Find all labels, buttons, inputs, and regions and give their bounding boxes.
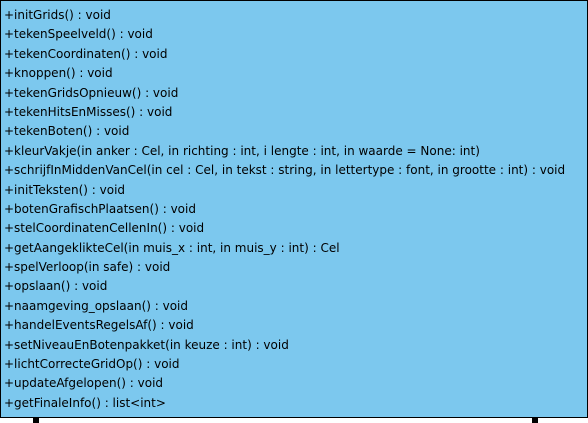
method-teken-speelveld: +tekenSpeelveld() : void: [4, 27, 153, 42]
method-spel-verloop: +spelVerloop(in safe) : void: [4, 260, 171, 275]
method-teken-grids-opnieuw: +tekenGridsOpnieuw() : void: [4, 85, 179, 100]
method-knoppen: +knoppen() : void: [4, 66, 113, 81]
method-get-finale-info: +getFinaleInfo() : list<int>: [4, 395, 166, 410]
method-opslaan: +opslaan() : void: [4, 279, 108, 294]
method-teken-boten: +tekenBoten() : void: [4, 124, 130, 139]
method-schrijf-in-midden-van-cel: +schrijfInMiddenVanCel(in cel : Cel, in …: [4, 163, 566, 178]
method-teken-hits-en-misses: +tekenHitsEnMisses() : void: [4, 104, 173, 119]
method-teken-coordinaten: +tekenCoordinaten() : void: [4, 46, 168, 61]
method-list: +initGrids() : void +tekenSpeelveld() : …: [4, 6, 565, 413]
method-naamgeving-opslaan: +naamgeving_opslaan() : void: [4, 298, 189, 313]
connector-stub-right: [532, 418, 538, 423]
method-get-aangeklikte-cel: +getAangeklikteCel(in muis_x : int, in m…: [4, 240, 340, 255]
method-update-afgelopen: +updateAfgelopen() : void: [4, 376, 164, 391]
method-kleur-vakje: +kleurVakje(in anker : Cel, in richting …: [4, 143, 480, 158]
method-stel-coordinaten-cellen-in: +stelCoordinatenCellenIn() : void: [4, 221, 205, 236]
connector-stub-left: [33, 418, 39, 423]
method-init-teksten: +initTeksten() : void: [4, 182, 126, 197]
method-boten-grafisch-plaatsen: +botenGrafischPlaatsen() : void: [4, 201, 196, 216]
method-handel-events-regels-af: +handelEventsRegelsAf() : void: [4, 318, 194, 333]
method-set-niveau-en-botenpakket: +setNiveauEnBotenpakket(in keuze : int) …: [4, 337, 289, 352]
method-licht-correcte-grid-op: +lichtCorrecteGridOp() : void: [4, 357, 180, 372]
method-init-grids: +initGrids() : void: [4, 8, 111, 22]
